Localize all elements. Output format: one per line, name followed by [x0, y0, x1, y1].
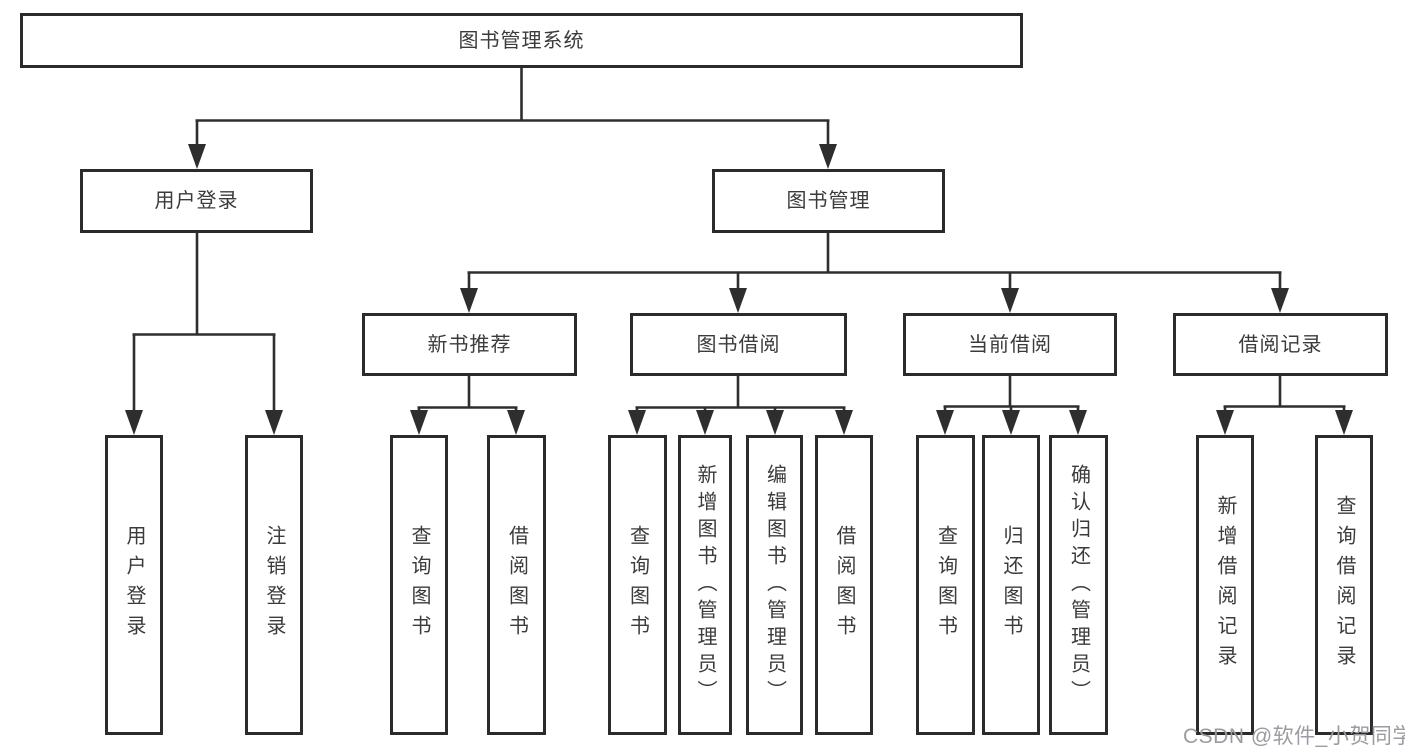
- leaf-add-book-admin: 新增图书（管理员）: [678, 435, 732, 735]
- node-label: 查询图书: [934, 525, 957, 645]
- node-book-management: 图书管理: [712, 169, 945, 233]
- node-borrowing-records: 借阅记录: [1173, 313, 1388, 376]
- node-label: 用户登录: [123, 525, 145, 645]
- node-label: 新增借阅记录: [1214, 495, 1236, 675]
- node-label: 新增图书（管理员）: [694, 463, 716, 707]
- node-label: 用户登录: [154, 190, 239, 212]
- leaf-query-books-current: 查询图书: [916, 435, 975, 735]
- leaf-add-borrow-record: 新增借阅记录: [1196, 435, 1254, 735]
- node-label: 新书推荐: [427, 333, 512, 356]
- node-label: 查询图书: [408, 525, 430, 645]
- node-label: 编辑图书（管理员）: [763, 463, 786, 707]
- node-label: 确认归还（管理员）: [1067, 463, 1090, 707]
- node-label: 图书管理系统: [458, 29, 585, 52]
- node-label: 借阅记录: [1238, 333, 1323, 356]
- node-user-login: 用户登录: [80, 169, 313, 233]
- leaf-borrow-books-2: 借阅图书: [815, 435, 873, 735]
- node-current-borrowing: 当前借阅: [903, 313, 1117, 376]
- leaf-edit-book-admin: 编辑图书（管理员）: [746, 435, 803, 735]
- node-book-borrowing: 图书借阅: [630, 313, 847, 376]
- node-label: 图书管理: [786, 190, 871, 212]
- leaf-return-book: 归还图书: [982, 435, 1040, 735]
- node-library-system: 图书管理系统: [20, 13, 1023, 68]
- node-label: 借阅图书: [833, 525, 855, 645]
- leaf-borrow-books-recommend: 借阅图书: [487, 435, 546, 735]
- node-label: 查询借阅记录: [1333, 495, 1355, 675]
- leaf-query-books-borrow: 查询图书: [608, 435, 667, 735]
- node-label: 查询图书: [626, 525, 649, 645]
- leaf-query-borrow-record: 查询借阅记录: [1315, 435, 1373, 735]
- leaf-confirm-return-admin: 确认归还（管理员）: [1049, 435, 1108, 735]
- node-label: 归还图书: [1000, 525, 1022, 645]
- node-new-book-recommend: 新书推荐: [362, 313, 577, 376]
- leaf-user-login: 用户登录: [105, 435, 163, 735]
- leaf-query-books-recommend: 查询图书: [390, 435, 448, 735]
- node-label: 当前借阅: [968, 333, 1052, 356]
- leaf-logout-login: 注销登录: [245, 435, 303, 735]
- node-label: 借阅图书: [505, 525, 528, 645]
- node-label: 注销登录: [263, 525, 285, 645]
- watermark-text: CSDN @软件_小贺同学: [1183, 725, 1405, 747]
- node-label: 图书借阅: [696, 333, 781, 356]
